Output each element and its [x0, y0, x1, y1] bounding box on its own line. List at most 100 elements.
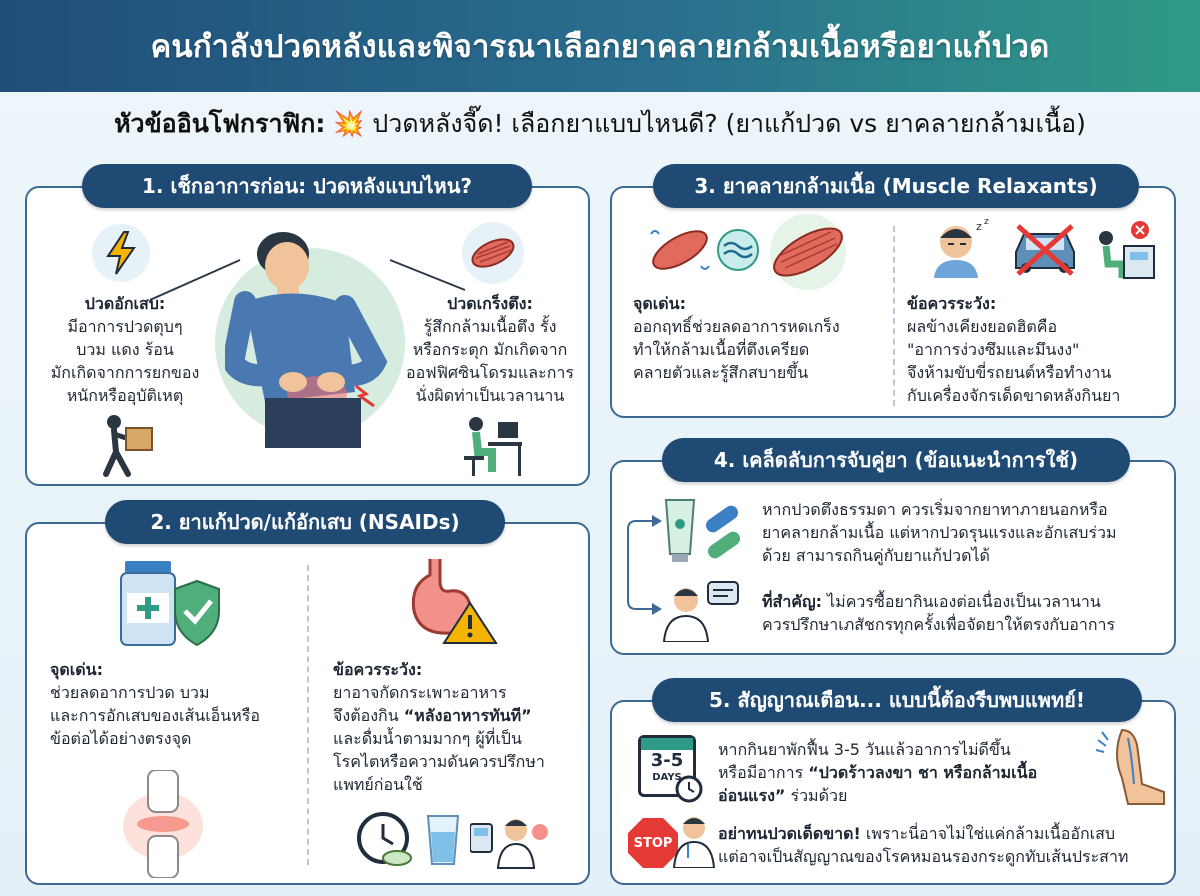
burst-emoji-icon: 💥: [333, 109, 365, 138]
pain-spark-icon: [355, 384, 375, 408]
lifting-box-icon: [103, 415, 153, 477]
nsaids-pros-line: ข้อต่อได้อย่างตรงจุด: [50, 729, 192, 748]
acute-line: หนักหรืออุบัติเหตุ: [66, 386, 184, 405]
subtitle-text: ปวดหลังจี๊ด! เลือกยาแบบไหนดี? (ยาแก้ปวด …: [372, 109, 1086, 138]
tension-pain-title: ปวดเกร็งตึง:: [447, 294, 533, 313]
tension-pain-text: ปวดเกร็งตึง: รู้สึกกล้ามเนื้อตึง รั้ง หร…: [395, 292, 585, 407]
knee-joint-icon: [123, 770, 203, 878]
stomach-warning-icon: [411, 559, 498, 644]
nsaids-after-meal-emphasis: “หลังอาหารทันที”: [403, 706, 532, 725]
relaxant-pros-line: คลายตัวและรู้สึกสบายขึ้น: [633, 363, 809, 382]
warning2-rest: เพราะนี่อาจไม่ใช่แค่กล้ามเนื้ออักเสบ: [860, 824, 1116, 843]
warning1-weakness-emphasis: อ่อนแรง”: [718, 786, 786, 805]
section2-heading: 2. ยาแก้ปวด/แก้อักเสบ (NSAIDs): [105, 500, 505, 544]
warning1-rest: ร่วมด้วย: [785, 786, 848, 805]
acute-line: มักเกิดจากการยกของ: [50, 363, 200, 382]
section4-heading: 4. เคล็ดลับการจับคู่ยา (ข้อแนะนำการใช้): [662, 438, 1130, 482]
section3-heading: 3. ยาคลายกล้ามเนื้อ (Muscle Relaxants): [653, 164, 1139, 208]
warning2-emphasis: อย่าทนปวดเด็ดขาด!: [718, 824, 861, 843]
relaxant-caution-title: ข้อควรระวัง:: [907, 294, 997, 313]
relaxed-muscle-icon: [770, 214, 846, 290]
relaxant-pros-text: จุดเด่น: ออกฤทธิ์ช่วยลดอาการหดเกร็ง ทำให…: [633, 292, 888, 384]
tension-line: ออฟฟิศซินโดรมและการ: [406, 363, 574, 382]
nsaids-pros-line: ช่วยลดอาการปวด บวม: [50, 683, 210, 702]
tip2-line: ที่สำคัญ: ไม่ควรซื้อยากินเองต่อเนื่องเป็…: [762, 590, 1167, 613]
acute-pain-text: ปวดอักเสบ: มีอาการปวดตุบๆ บวม แดง ร้อน ม…: [35, 292, 215, 407]
section5-heading: 5. สัญญาณเตือน... แบบนี้ต้องรีบพบแพทย์!: [652, 678, 1142, 722]
section1-heading: 1. เช็กอาการก่อน: ปวดหลังแบบไหน?: [82, 164, 532, 208]
doctor-icon: [672, 817, 716, 868]
pharmacist-chat-icon: [662, 581, 739, 642]
warning1-line: หรือมีอาการ “ปวดร้าวลงขา ชา หรือกล้ามเนื…: [718, 761, 1088, 784]
clock-meal-icon: [357, 812, 412, 866]
relaxant-caution-line: กับเครื่องจักรเด็ดขาดหลังกินยา: [907, 386, 1121, 405]
relaxant-pros-title: จุดเด่น:: [633, 294, 686, 313]
no-driving-icon: [1015, 224, 1075, 276]
tip2-rest: ไม่ควรซื้อยากินเองต่อเนื่องเป็นเวลานาน: [822, 592, 1101, 611]
nsaids-pros-title: จุดเด่น:: [50, 660, 103, 679]
calendar-days-label: DAYS: [652, 772, 682, 783]
warning2-line: แต่อาจเป็นสัญญาณของโรคหมอนรองกระดูกทับเส…: [718, 847, 1129, 866]
muscle-icon: [471, 238, 515, 268]
water-glass-icon: [426, 815, 460, 865]
title-banner: คนกำลังปวดหลังและพิจารณาเลือกยาคลายกล้าม…: [0, 0, 1200, 92]
sleepy-person-icon: z z: [934, 218, 989, 278]
wave-calm-icon: [717, 229, 759, 271]
nsaids-caution-line: และดื่มน้ำตามมากๆ ผู้ที่เป็น: [333, 729, 522, 748]
tension-line: รู้สึกกล้ามเนื้อตึง รั้ง: [423, 317, 557, 336]
acute-pain-title: ปวดอักเสบ:: [84, 294, 166, 313]
nsaids-caution-line: โรคไตหรือความดันควรปรึกษา: [333, 752, 545, 771]
calendar-days-number: 3-5: [650, 750, 684, 771]
connector-lines: [150, 259, 466, 301]
warning1-symptoms-emphasis: “ปวดร้าวลงขา ชา หรือกล้ามเนื้อ: [808, 763, 1038, 782]
nsaids-caution-line: ยาอาจกัดกระเพาะอาหาร: [333, 683, 507, 702]
acute-line: มีอาการปวดตุบๆ: [67, 317, 183, 336]
back-pain-person-icon: [225, 232, 388, 448]
section4-card: [610, 460, 1176, 655]
tip1-text: หากปวดตึงธรรมดา ควรเริ่มจากยาทาภายนอกหรื…: [762, 498, 1167, 567]
svg-text:z: z: [984, 218, 989, 227]
tension-line: นั่งผิดท่าเป็นเวลานาน: [415, 386, 565, 405]
nsaids-caution-title: ข้อควรระวัง:: [333, 660, 423, 679]
warning1-text: หากกินยาพักฟื้น 3-5 วันแล้วอาการไม่ดีขึ้…: [718, 738, 1088, 807]
tight-muscle-icon: [650, 230, 710, 270]
no-machinery-icon: [1099, 221, 1155, 279]
warning2-line: อย่าทนปวดเด็ดขาด! เพราะนี่อาจไม่ใช่แค่กล…: [718, 822, 1168, 845]
tip2-line: ควรปรึกษาเภสัชกรทุกครั้งเพื่อจัดยาให้ตรง…: [762, 615, 1116, 634]
warning1-line: หากกินยาพักฟื้น 3-5 วันแล้วอาการไม่ดีขึ้…: [718, 740, 1011, 759]
medicine-bottle-shield-icon: [120, 561, 220, 647]
tip1-line: ด้วย สามารถกินคู่กับยาแก้ปวดได้: [762, 546, 990, 565]
small-clock-icon: [675, 775, 703, 803]
nsaids-pros-line: และการอักเสบของเส้นเอ็นหรือ: [50, 706, 260, 725]
nsaids-pros-text: จุดเด่น: ช่วยลดอาการปวด บวม และการอักเสบ…: [50, 658, 300, 750]
tip2-text: ที่สำคัญ: ไม่ควรซื้อยากินเองต่อเนื่องเป็…: [762, 590, 1167, 636]
relaxant-caution-text: ข้อควรระวัง: ผลข้างเคียงยอดฮิตคือ "อาการ…: [907, 292, 1169, 407]
relaxant-pros-line: ทำให้กล้ามเนื้อที่ตึงเครียด: [633, 340, 810, 359]
svg-text:z: z: [976, 220, 982, 233]
desk-worker-icon: [464, 417, 522, 476]
stop-sign-icon: STOP: [628, 818, 678, 868]
stop-sign-label: STOP: [633, 835, 673, 851]
page-title: คนกำลังปวดหลังและพิจารณาเลือกยาคลายกล้าม…: [150, 29, 1050, 65]
warning2-text: อย่าทนปวดเด็ดขาด! เพราะนี่อาจไม่ใช่แค่กล…: [718, 822, 1168, 868]
leg-nerve-pain-icon: [1095, 728, 1165, 805]
subtitle: หัวข้ออินโฟกราฟิก: 💥 ปวดหลังจี๊ด! เลือกย…: [0, 104, 1200, 144]
tip1-line: หากปวดตึงธรรมดา ควรเริ่มจากยาทาภายนอกหรื…: [762, 500, 1108, 519]
relaxant-pros-line: ออกฤทธิ์ช่วยลดอาการหดเกร็ง: [633, 317, 840, 336]
nsaids-caution-pre: จึงต้องกิน: [333, 706, 404, 725]
relaxant-caution-line: "อาการง่วงซึมและมึนงง": [907, 340, 1080, 359]
nsaids-caution-line: แพทย์ก่อนใช้: [333, 775, 423, 794]
relaxant-caution-line: ผลข้างเคียงยอดฮิตคือ: [907, 317, 1058, 336]
doctor-bp-monitor-icon: [470, 819, 548, 869]
relaxant-caution-line: จึงห้ามขับขี่รถยนต์หรือทำงาน: [907, 363, 1112, 382]
tension-line: หรือกระตุก มักเกิดจาก: [412, 340, 568, 359]
bracket-arrow-icon: [627, 515, 662, 615]
tip2-important-label: ที่สำคัญ:: [762, 592, 823, 611]
acute-line: บวม แดง ร้อน: [76, 340, 174, 359]
warning1-pre: หรือมีอาการ: [718, 763, 809, 782]
cream-tube-capsules-icon: [664, 499, 741, 562]
nsaids-caution-text: ข้อควรระวัง: ยาอาจกัดกระเพาะอาหาร จึงต้อ…: [333, 658, 583, 796]
nsaids-caution-line: จึงต้องกิน “หลังอาหารทันที”: [333, 704, 583, 727]
lightning-icon: [106, 231, 136, 275]
section2-divider: [307, 565, 309, 865]
